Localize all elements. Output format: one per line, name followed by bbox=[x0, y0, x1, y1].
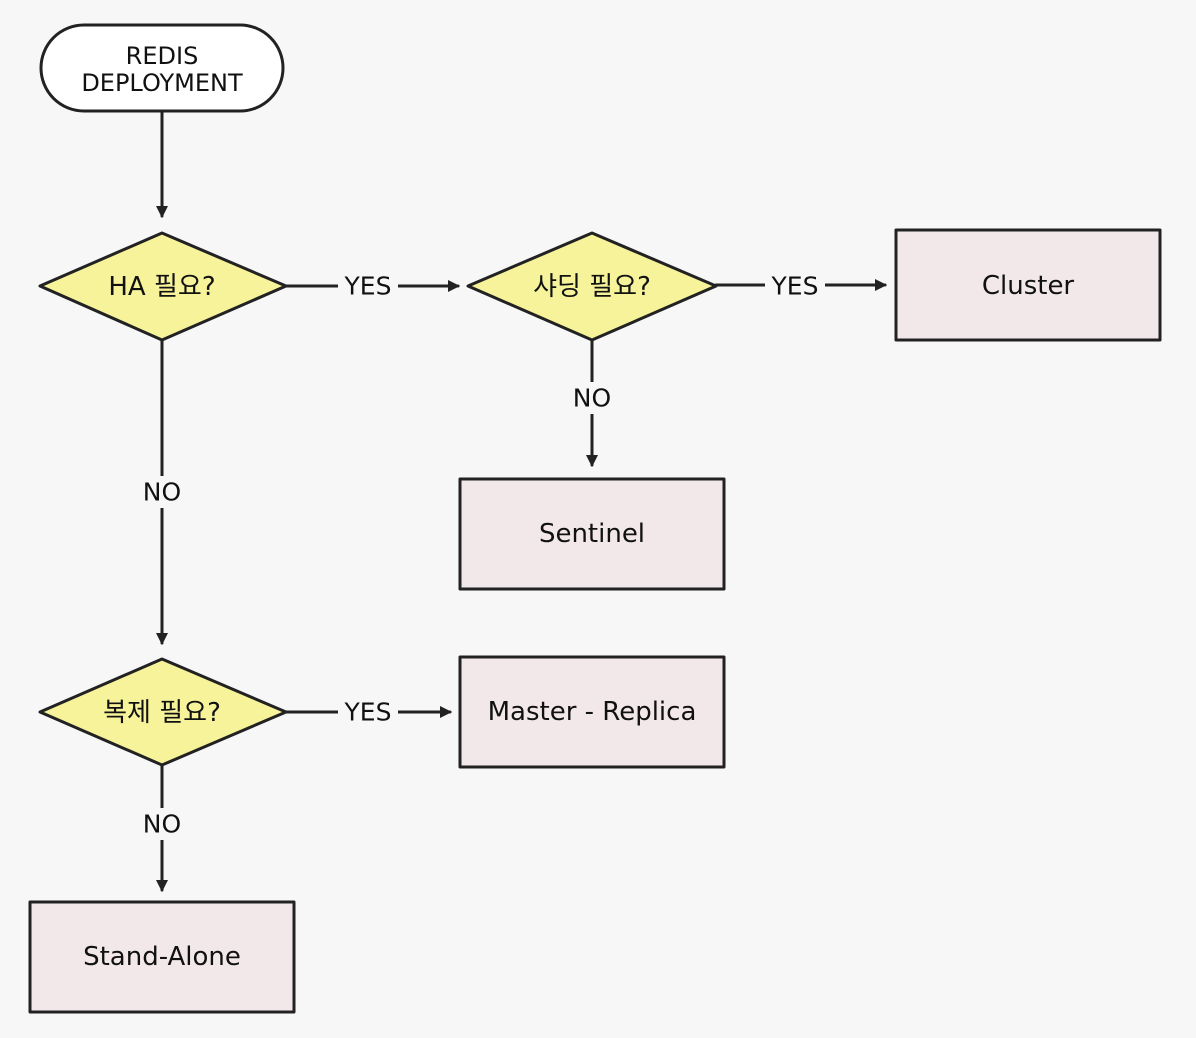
edge-label-replication-no: NO bbox=[143, 810, 181, 839]
result-standalone: Stand-Alone bbox=[28, 900, 296, 1014]
result-standalone-label: Stand-Alone bbox=[83, 942, 241, 972]
result-master-replica: Master - Replica bbox=[458, 655, 726, 769]
edge-label-sharding-yes: YES bbox=[771, 272, 819, 301]
result-sentinel-label: Sentinel bbox=[539, 519, 645, 549]
decision-ha: HA 필요? bbox=[38, 231, 288, 342]
result-master-replica-label: Master - Replica bbox=[488, 697, 697, 727]
decision-replication: 복제 필요? bbox=[38, 657, 288, 767]
result-cluster-label: Cluster bbox=[982, 271, 1075, 301]
result-cluster: Cluster bbox=[894, 228, 1162, 342]
result-sentinel: Sentinel bbox=[458, 477, 726, 591]
decision-sharding: 샤딩 필요? bbox=[466, 231, 718, 342]
start-node-line2: DEPLOYMENT bbox=[81, 69, 243, 97]
start-node: REDIS DEPLOYMENT bbox=[39, 23, 285, 113]
decision-ha-label: HA 필요? bbox=[108, 272, 215, 302]
edge-label-ha-no: NO bbox=[143, 478, 181, 507]
decision-sharding-label: 샤딩 필요? bbox=[533, 272, 651, 302]
decision-replication-label: 복제 필요? bbox=[103, 698, 221, 728]
edge-label-sharding-no: NO bbox=[573, 384, 611, 413]
edge-label-replication-yes: YES bbox=[344, 698, 392, 727]
edge-label-ha-yes: YES bbox=[344, 272, 392, 301]
edges: YES YES NO NO YES NO bbox=[136, 109, 887, 892]
start-node-line1: REDIS bbox=[126, 42, 199, 70]
